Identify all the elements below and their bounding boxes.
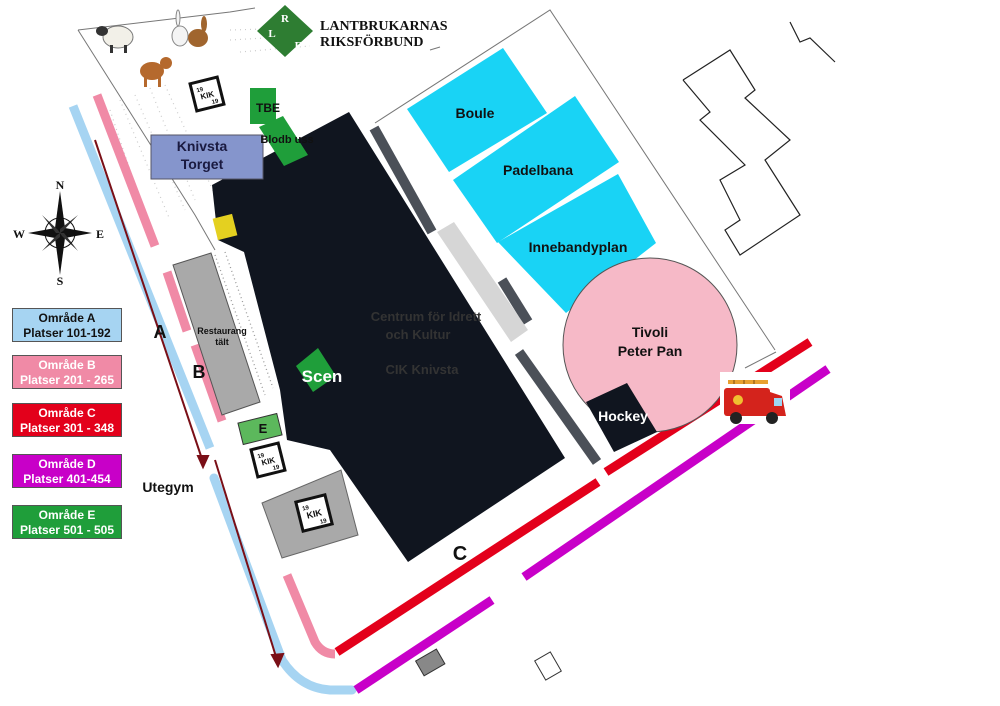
yellow-marker <box>212 213 238 241</box>
legend-area-c-range: Platser 301 - 348 <box>19 421 115 435</box>
area-b-segments <box>92 93 336 659</box>
compass-e: E <box>96 227 104 241</box>
svg-text:19: 19 <box>319 518 328 526</box>
utegym-label: Utegym <box>142 479 193 495</box>
zone-b-label: B <box>193 362 206 382</box>
legend-area-a-range: Platser 101-192 <box>23 326 111 340</box>
tbe-box <box>250 88 276 124</box>
svg-text:L: L <box>268 28 275 40</box>
tivoli-label-line1: Tivoli <box>632 324 668 340</box>
cik-label: CIK Knivsta <box>386 362 460 377</box>
legend-area-b-range: Platser 201 - 265 <box>19 373 115 387</box>
svg-text:KIK: KIK <box>261 455 277 467</box>
svg-text:19: 19 <box>211 98 220 106</box>
svg-text:KIK: KIK <box>306 507 324 521</box>
svg-text:19: 19 <box>272 464 281 472</box>
restaurang-label-line2: tält <box>215 337 229 347</box>
legend-area-e: Område E Platser 501 - 505 <box>12 505 122 539</box>
svg-text:19: 19 <box>302 505 311 513</box>
svg-text:KIK: KIK <box>200 89 216 101</box>
area-e-label: E <box>259 421 268 436</box>
knivsta-torget-box <box>150 134 264 180</box>
restaurant-tent <box>172 252 261 416</box>
legend-area-c-name: Område C <box>38 406 96 420</box>
lrf-line2: RIKSFÖRBUND <box>320 33 423 50</box>
svg-text:R: R <box>281 13 290 25</box>
kik-badge-bottom: 19 KIK 19 <box>293 492 335 534</box>
site-boundary <box>77 7 777 369</box>
legend-area-d-name: Område D <box>38 457 96 471</box>
sheep-icon <box>96 25 134 53</box>
legend-area-b-name: Område B <box>38 358 96 372</box>
light-grey-road <box>437 222 528 342</box>
zone-c-label: C <box>453 543 467 565</box>
fire-truck-icon <box>720 372 790 424</box>
scen-label: Scen <box>302 367 343 386</box>
centrum-label-line2: och Kultur <box>386 327 451 342</box>
compass-rose-icon <box>28 191 92 275</box>
legend-area-a-name: Område A <box>38 311 96 325</box>
compass-w: W <box>13 227 25 241</box>
lrf-line1: LANTBRUKARNAS <box>320 19 448 34</box>
legend-area-e-range: Platser 501 - 505 <box>19 523 115 537</box>
tivoli-label-line2: Peter Pan <box>618 343 683 359</box>
padelbana-label: Padelbana <box>503 162 573 178</box>
legend-area-c: Område C Platser 301 - 348 <box>12 403 122 437</box>
restaurant-tent-dots <box>214 251 274 396</box>
compass-s: S <box>57 274 64 288</box>
legend-area-d-range: Platser 401-454 <box>23 472 111 486</box>
legend-area-d: Område D Platser 401-454 <box>12 454 122 488</box>
small-white-box <box>534 651 562 681</box>
blodbuss-box <box>259 116 308 166</box>
legend-area-e-name: Område E <box>38 508 96 522</box>
outline-buildings <box>682 21 836 256</box>
lrf-logo: L R F LANTBRUKARNAS RIKSFÖRBUND <box>257 5 448 57</box>
padelbana-court <box>453 96 619 243</box>
svg-text:19: 19 <box>196 87 205 95</box>
small-grey-box <box>414 648 446 677</box>
tbe-label: TBE <box>256 101 280 115</box>
svg-text:F: F <box>295 40 302 52</box>
kik-badge-top: 19 KIK 19 <box>188 75 226 113</box>
knivsta-torget-line1: Knivsta <box>177 138 228 154</box>
hockey-box <box>586 383 657 452</box>
scen-box <box>296 348 336 392</box>
area-a-path-lower <box>209 473 357 695</box>
centrum-label-line1: Centrum för Idrett <box>371 309 482 324</box>
legend-area-b: Område B Platser 201 - 265 <box>12 355 122 389</box>
cow-icon <box>140 57 172 87</box>
cik-building <box>212 112 565 562</box>
boule-label: Boule <box>456 105 495 121</box>
compass-n: N <box>56 178 65 192</box>
innebandyplan-label: Innebandyplan <box>529 239 628 255</box>
knivsta-torget-line2: Torget <box>181 156 224 172</box>
direction-arrows <box>94 139 285 669</box>
area-e-box <box>237 412 283 446</box>
legend-area-a: Område A Platser 101-192 <box>12 308 122 342</box>
rabbit-icon <box>171 9 208 47</box>
svg-text:19: 19 <box>257 453 266 461</box>
kik-badge-middle: 19 KIK 19 <box>249 441 287 479</box>
zone-a-label: A <box>154 322 167 342</box>
side-strips <box>369 125 602 465</box>
boule-court <box>407 48 547 172</box>
restaurang-label-line1: Restaurang <box>197 326 247 336</box>
innebandyplan-court <box>498 174 656 313</box>
hockey-label: Hockey <box>598 408 648 424</box>
blodbuss-label: Blodb uss <box>260 134 313 146</box>
